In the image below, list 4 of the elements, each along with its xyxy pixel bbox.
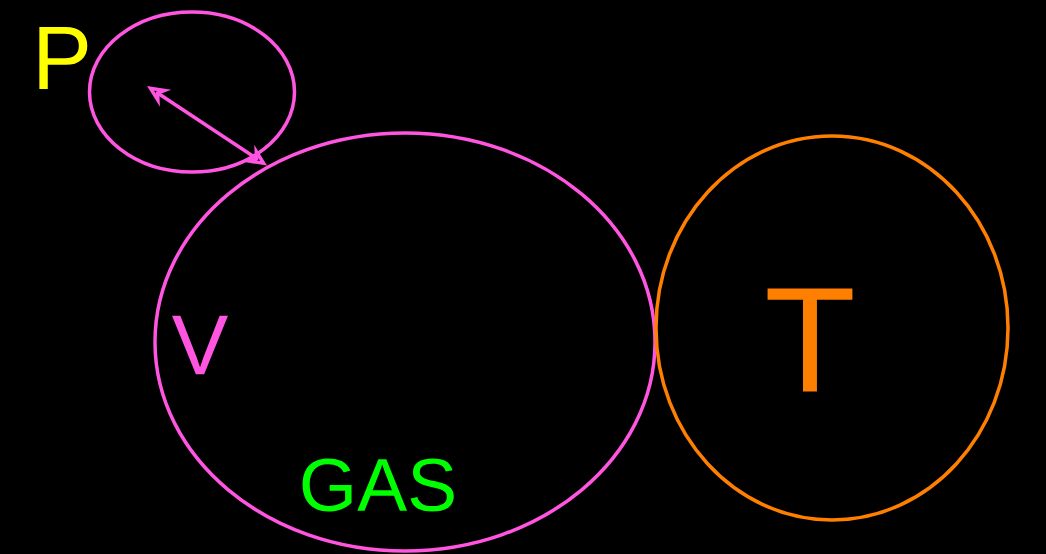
handwritten-label: T xyxy=(767,288,853,392)
handwritten-label: P xyxy=(39,27,88,89)
handwritten-label: V xyxy=(172,315,228,375)
handwritten-label: GAS xyxy=(302,458,454,512)
